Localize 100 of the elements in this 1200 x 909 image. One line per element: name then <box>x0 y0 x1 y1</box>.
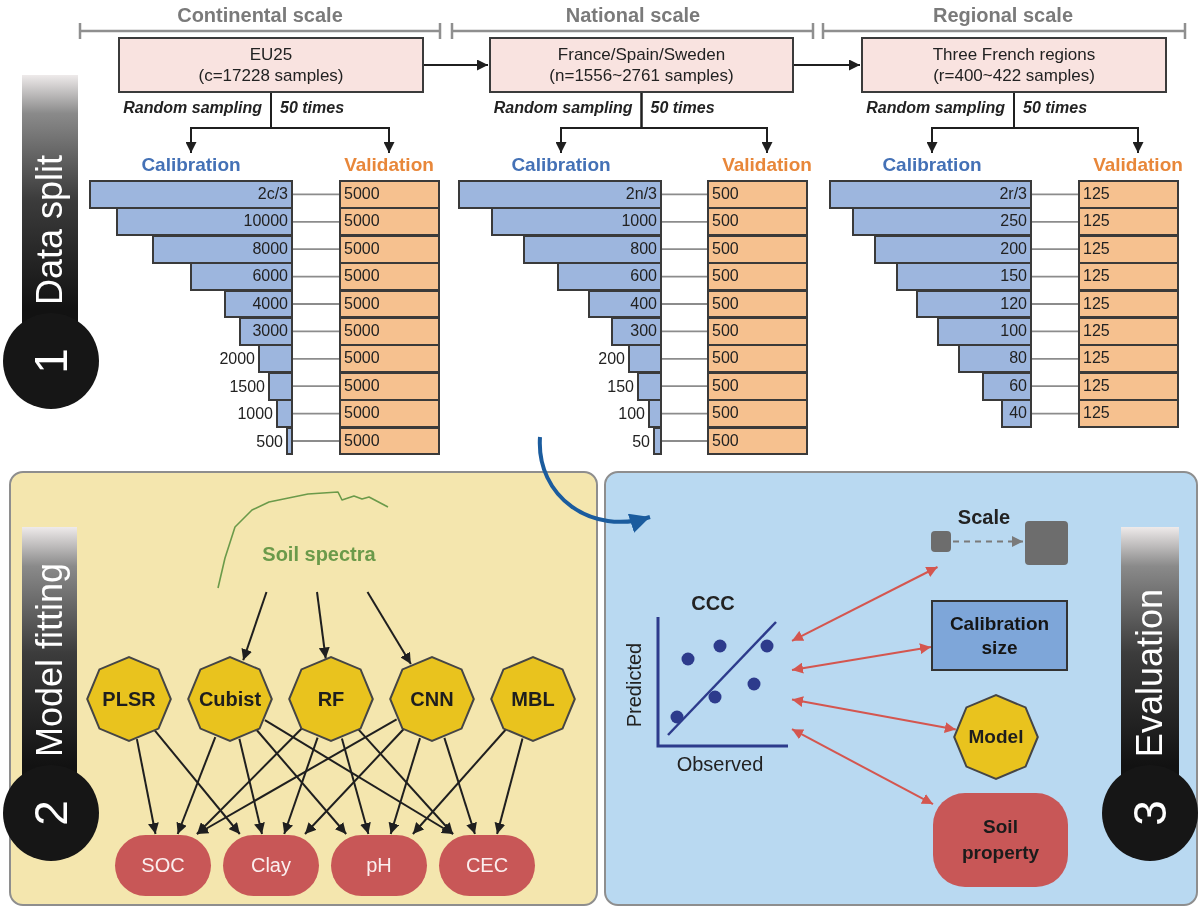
property-pill: SOC <box>115 835 211 896</box>
connector-line <box>292 193 340 196</box>
scale-heading: Regional scale <box>932 3 1074 27</box>
curved-arrow <box>538 436 651 532</box>
axis-title: Predicted <box>623 642 645 728</box>
validation-box: 5000 <box>339 344 440 374</box>
section-title: Evaluation <box>1130 588 1170 757</box>
connector-line <box>661 220 708 223</box>
connector-line <box>661 357 708 360</box>
axis-title: Observed <box>676 753 764 775</box>
arrow <box>423 59 489 71</box>
connector-line <box>1031 193 1079 196</box>
dataset-name: France/Spain/Sweden <box>557 44 726 65</box>
validation-box: 125 <box>1078 207 1179 237</box>
validation-box: 125 <box>1078 344 1179 374</box>
scale-label: Scale <box>957 506 1011 529</box>
panel <box>604 471 1198 906</box>
column-heading: Calibration <box>882 154 982 176</box>
connector-line <box>661 275 708 278</box>
arrow <box>282 736 319 835</box>
arrow <box>241 591 268 662</box>
connector-line <box>292 303 340 305</box>
validation-box: 5000 <box>339 207 440 237</box>
section-title: Data split <box>30 154 70 305</box>
property-pill: CEC <box>439 835 535 896</box>
size-label: 200 <box>598 349 625 369</box>
connector-line <box>661 248 708 251</box>
dashed-arrow <box>952 536 1024 547</box>
edge-label: 50 times <box>280 98 345 117</box>
arrow <box>196 727 304 835</box>
calibration-bar: 3000 <box>239 317 293 346</box>
section-badge <box>1102 527 1198 861</box>
double-arrow <box>791 728 934 806</box>
size-label: 1500 <box>229 376 265 396</box>
calibration-bar: 1000 <box>491 207 662 237</box>
arrow <box>494 737 524 835</box>
edge-label: Random sampling <box>493 98 633 117</box>
arrow <box>640 92 773 154</box>
calibration-bar <box>286 426 293 456</box>
double-arrow <box>791 566 939 642</box>
double-arrow <box>791 696 957 734</box>
arrow <box>153 729 241 835</box>
size-label: 50 <box>632 431 650 451</box>
connector-line <box>1031 248 1079 251</box>
column-heading: Validation <box>344 154 434 176</box>
calibration-bar: 300 <box>611 317 662 346</box>
validation-box: 125 <box>1078 262 1179 292</box>
scale-heading: Continental scale <box>177 3 343 27</box>
size-label: 150 <box>607 376 634 396</box>
factor-pill: Soil property <box>933 793 1068 887</box>
calibration-bar: 10000 <box>116 207 293 237</box>
dataset-box <box>118 37 424 93</box>
connector-line <box>661 440 708 442</box>
validation-box: 125 <box>1078 180 1179 209</box>
validation-box: 500 <box>707 207 808 237</box>
arrow <box>1013 92 1144 154</box>
arrow <box>793 59 861 71</box>
connector-line <box>1031 385 1079 388</box>
section-title: Model fitting <box>29 562 70 757</box>
connector-line <box>661 303 708 305</box>
calibration-bar <box>648 399 662 429</box>
arrow <box>270 92 395 154</box>
connector-line <box>1031 220 1079 223</box>
connector-line <box>292 220 340 223</box>
connector-line <box>292 385 340 388</box>
arrow <box>357 728 454 835</box>
section-number: 3 <box>1125 800 1175 826</box>
calibration-bar: 2n/3 <box>458 180 662 209</box>
size-label: 2000 <box>219 349 255 369</box>
column-heading: Calibration <box>511 154 611 176</box>
validation-box: 125 <box>1078 317 1179 346</box>
dataset-box <box>489 37 794 93</box>
edge-label: 50 times <box>1023 98 1088 117</box>
validation-box: 500 <box>707 399 808 429</box>
property-pill: pH <box>331 835 427 896</box>
connector-line <box>292 275 340 278</box>
calibration-bar: 600 <box>557 262 662 292</box>
arrow <box>238 737 265 835</box>
column-heading: Calibration <box>141 154 241 176</box>
connector-line <box>661 330 708 333</box>
validation-box: 500 <box>707 426 808 456</box>
validation-box: 125 <box>1078 399 1179 429</box>
connector-line <box>292 440 340 442</box>
size-label: 100 <box>618 404 645 424</box>
column-heading: Validation <box>722 154 812 176</box>
calibration-bar <box>653 426 662 456</box>
connector-line <box>1031 330 1079 333</box>
square <box>1025 521 1068 565</box>
dataset-box <box>861 37 1167 93</box>
validation-box: 5000 <box>339 399 440 429</box>
connector-line <box>292 357 340 360</box>
model-octagon: RF <box>288 656 374 742</box>
plot-title: CCC <box>691 592 735 615</box>
arrow <box>263 719 454 835</box>
connector-line <box>1031 275 1079 278</box>
calibration-bar <box>276 399 293 429</box>
arrow <box>340 737 371 835</box>
calibration-bar: 6000 <box>190 262 293 292</box>
connector-line <box>661 193 708 196</box>
section-number: 2 <box>26 800 76 826</box>
